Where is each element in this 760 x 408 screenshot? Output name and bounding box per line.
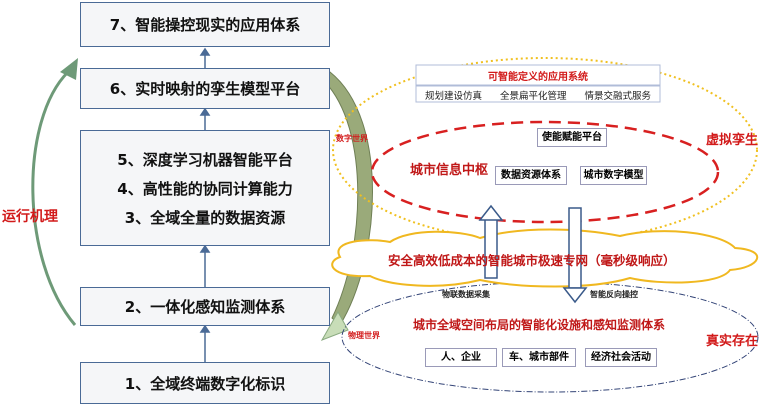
app-item: 全景扁平化管理 bbox=[499, 91, 567, 102]
reverse-control-label: 智能反向操控 bbox=[590, 290, 638, 299]
app-item: 规划建设仿真 bbox=[424, 91, 482, 102]
layer-1-box: 1、全域终端数字化标识 bbox=[80, 362, 330, 404]
real-existence-label: 真实存在 bbox=[706, 334, 759, 349]
layer-5-label: 5、深度学习机器智能平台 bbox=[117, 150, 293, 169]
virtual-twin-label: 虚拟孪生 bbox=[706, 133, 759, 148]
physical-item: 车、城市部件 bbox=[502, 348, 576, 367]
app-list: 规划建设仿真 全景扁平化管理 情景交融式服务 bbox=[416, 88, 660, 102]
hub-item: 使能赋能平台 bbox=[537, 128, 607, 147]
iot-data-collection-label: 物联数据采集 bbox=[442, 290, 490, 299]
layer-2-label: 2、一体化感知监测体系 bbox=[124, 298, 286, 316]
layer-2-box: 2、一体化感知监测体系 bbox=[80, 287, 330, 326]
hub-label: 城市信息中枢 bbox=[410, 163, 489, 178]
layer-7-box: 7、智能操控现实的应用体系 bbox=[80, 2, 330, 47]
digital-world-label: 数字世界 bbox=[336, 134, 368, 143]
layer-6-box: 6、实时映射的孪生模型平台 bbox=[80, 68, 330, 109]
physical-item: 经济社会活动 bbox=[585, 348, 657, 367]
layer-4-label: 4、高性能的协同计算能力 bbox=[117, 179, 293, 198]
layer-3-label: 3、全域全量的数据资源 bbox=[124, 208, 286, 227]
layer-7-label: 7、智能操控现实的应用体系 bbox=[109, 16, 301, 34]
operation-mechanism-label: 运行机理 bbox=[2, 209, 58, 225]
physical-system-label: 城市全域空间布局的智能化设施和感知监测体系 bbox=[413, 318, 666, 332]
physical-item: 人、企业 bbox=[425, 348, 497, 367]
layers-3-5-box: 5、深度学习机器智能平台 4、高性能的协同计算能力 3、全域全量的数据资源 bbox=[80, 130, 330, 246]
network-label: 安全高效低成本的智能城市极速专网（毫秒级响应） bbox=[388, 253, 676, 268]
hub-item: 数据资源体系 bbox=[495, 166, 567, 185]
layer-1-label: 1、全域终端数字化标识 bbox=[124, 374, 286, 393]
hub-item: 城市数字模型 bbox=[580, 166, 647, 185]
physical-world-label: 物理世界 bbox=[348, 331, 380, 340]
app-system-title: 可智能定义的应用系统 bbox=[488, 72, 588, 83]
app-item: 情景交融式服务 bbox=[584, 91, 651, 102]
layer-6-label: 6、实时映射的孪生模型平台 bbox=[109, 80, 301, 98]
